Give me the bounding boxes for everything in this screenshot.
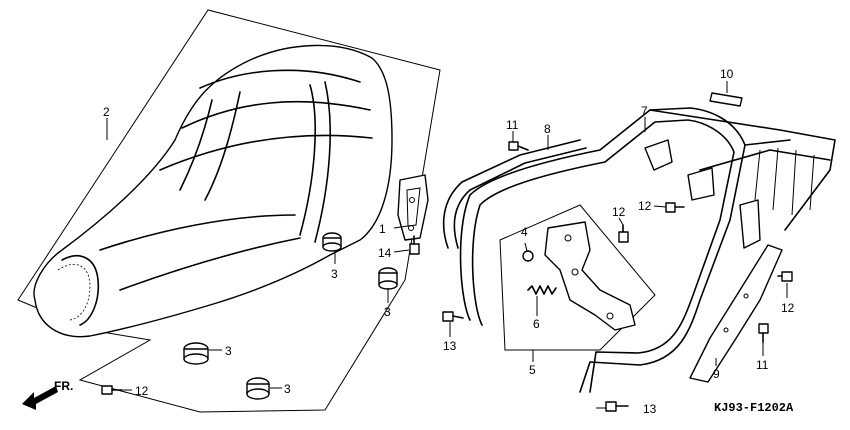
- callout-12-seat: 12: [135, 384, 149, 398]
- callout-12-right: 12: [781, 301, 795, 315]
- callout-13-left: 13: [443, 339, 457, 353]
- lock-plate: [544, 221, 636, 331]
- seat: [33, 44, 393, 338]
- callout-11-right: 11: [756, 358, 769, 372]
- cushion-c: [183, 342, 209, 365]
- leader-lines: [106, 81, 788, 409]
- callout-3b: 3: [384, 305, 391, 319]
- callout-1: 1: [379, 222, 386, 236]
- bolt-13-bottom: [605, 401, 629, 412]
- callout-9: 9: [713, 367, 720, 381]
- callout-10: 10: [720, 67, 734, 81]
- callout-8: 8: [544, 122, 551, 136]
- callout-13-bottom: 13: [643, 402, 657, 416]
- bolt-12-mid: [618, 224, 629, 243]
- cushion-b: [378, 267, 398, 290]
- direction-label: FR.: [54, 379, 73, 393]
- front-arrow-icon: [22, 386, 58, 410]
- callout-12-mid: 12: [612, 205, 626, 219]
- bolt-11-right: [758, 323, 769, 343]
- hinge-bracket: [397, 174, 429, 241]
- callout-3d: 3: [284, 382, 291, 396]
- bolt-14: [409, 235, 420, 255]
- callout-12-rail: 12: [638, 199, 652, 213]
- callout-3c: 3: [225, 344, 232, 358]
- callout-4: 4: [521, 225, 528, 239]
- cushion-d: [246, 377, 270, 400]
- stay-10: [709, 92, 743, 107]
- callout-14: 14: [378, 246, 392, 260]
- callout-6: 6: [533, 317, 540, 331]
- callout-3a: 3: [331, 267, 338, 281]
- grab-rail: [459, 107, 836, 393]
- callout-2: 2: [103, 105, 110, 119]
- callout-7: 7: [641, 104, 648, 118]
- callout-11-top: 11: [506, 118, 519, 132]
- side-cover: [689, 244, 783, 383]
- cushion-a: [322, 232, 342, 252]
- bolt-12-rail: [665, 202, 685, 213]
- diagram-code: KJ93-F1202A: [714, 401, 794, 415]
- spring-6: [527, 285, 557, 295]
- bolt-12-seat: [101, 385, 123, 395]
- trim-8: [442, 139, 587, 249]
- callout-5: 5: [529, 363, 536, 377]
- lock-nut-4: [522, 250, 534, 262]
- seat-group-outline: [17, 9, 441, 413]
- bolt-11-top: [508, 141, 529, 151]
- bolt-12-right: [777, 271, 793, 282]
- bolt-13-left: [442, 311, 464, 322]
